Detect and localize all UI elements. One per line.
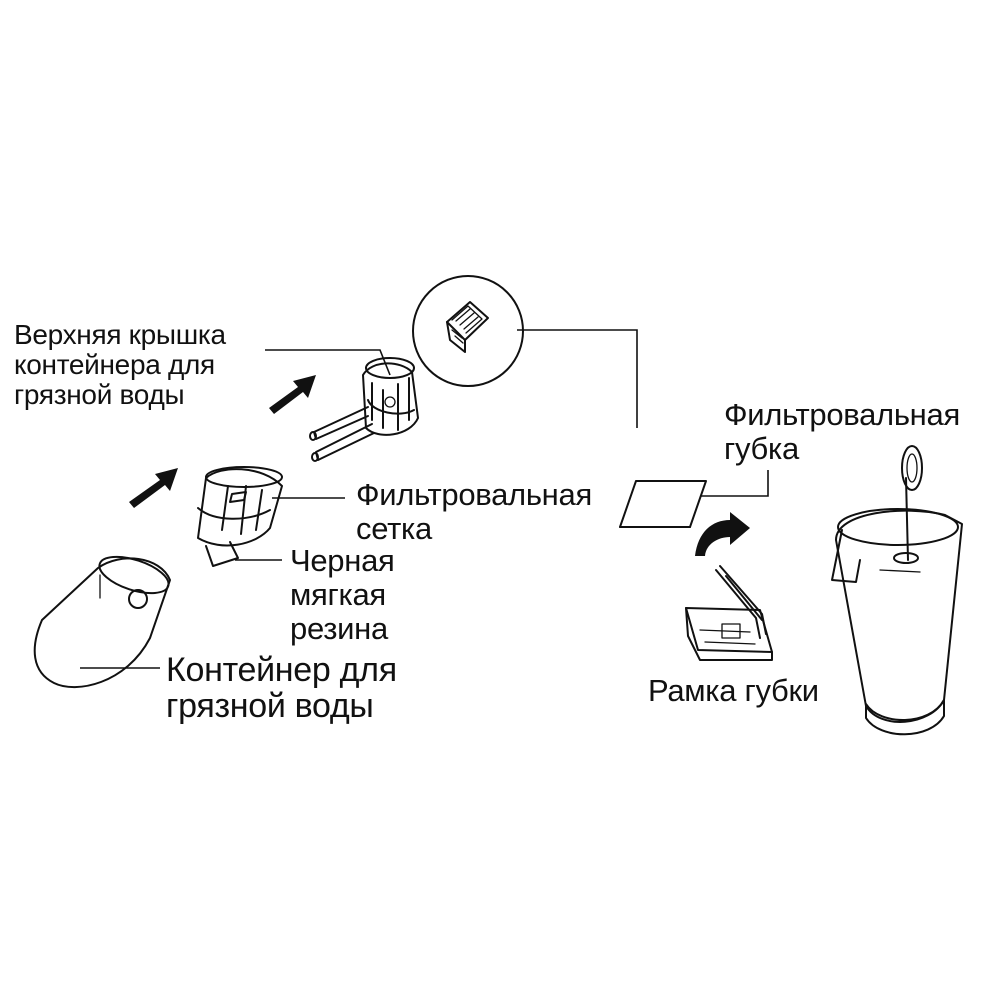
magnified-detail	[413, 276, 523, 386]
label-sponge-frame: Рамка губки	[648, 674, 819, 708]
sponge-frame-part	[686, 566, 772, 660]
assembled-container-part	[832, 446, 962, 734]
label-black-rubber: Черная мягкая резина	[290, 544, 395, 646]
arrow-up-right-icon	[129, 468, 178, 508]
label-filter-sponge: Фильтровальная губка	[724, 398, 960, 466]
filter-sponge-part	[620, 481, 706, 527]
leader-magnifier	[517, 330, 637, 428]
label-filter-mesh: Фильтровальная сетка	[356, 478, 592, 546]
label-dirty-container: Контейнер для грязной воды	[166, 652, 397, 724]
curved-arrow-icon	[695, 512, 750, 556]
leader-filter-sponge	[700, 470, 768, 496]
detail-part	[447, 302, 488, 340]
arrow-up-right-icon	[269, 375, 316, 414]
label-top-cover: Верхняя крышка контейнера для грязной во…	[14, 320, 226, 410]
dirty-water-container-part	[35, 550, 173, 687]
filter-mesh-part	[198, 467, 282, 566]
top-cover-part	[310, 358, 418, 461]
